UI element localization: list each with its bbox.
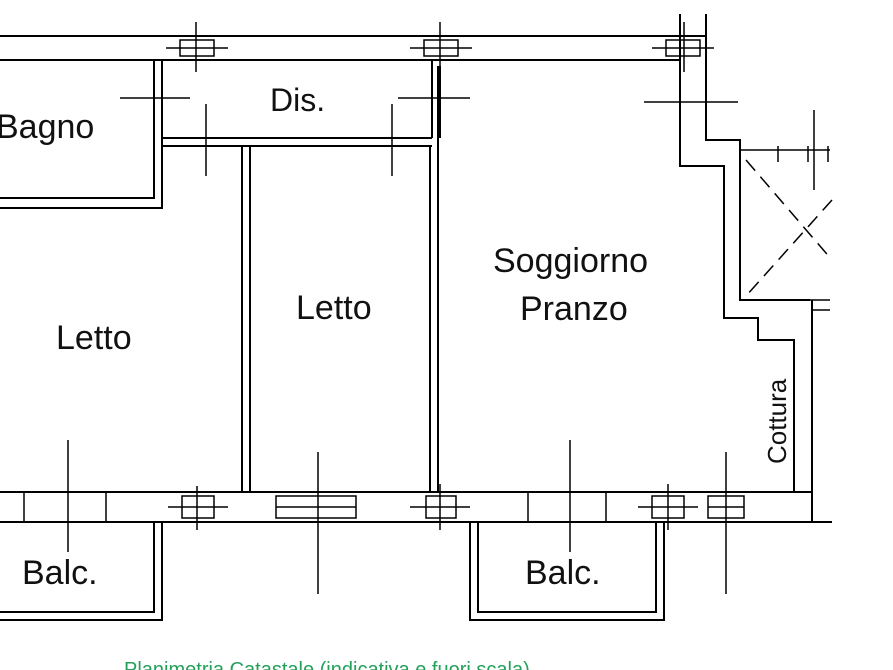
right-upper-wall <box>679 14 830 492</box>
dis-walls <box>161 60 441 147</box>
room-label-letto-left: Letto <box>56 319 132 357</box>
room-label-cottura: Cottura <box>762 378 792 464</box>
partition-walls <box>241 66 439 492</box>
plan-caption: Planimetria Catastale (indicativa e fuor… <box>124 659 530 670</box>
window-marks <box>166 22 745 594</box>
top-wall <box>0 35 706 61</box>
room-label-dis: Dis. <box>270 82 325 118</box>
room-label-soggiorno: Soggiorno <box>493 242 648 280</box>
bagno-walls <box>0 59 163 209</box>
room-label-bagno: Bagno <box>0 108 94 146</box>
balcony-left-outline <box>0 522 163 621</box>
room-label-balc-left: Balc. <box>22 554 98 592</box>
room-label-balc-right: Balc. <box>525 554 601 592</box>
room-label-pranzo: Pranzo <box>520 290 628 328</box>
balcony-right-outline <box>469 522 665 621</box>
room-label-letto-center: Letto <box>296 289 372 327</box>
bottom-wall <box>0 300 832 523</box>
reference-lines <box>67 97 815 594</box>
shaft-cross <box>745 146 833 311</box>
